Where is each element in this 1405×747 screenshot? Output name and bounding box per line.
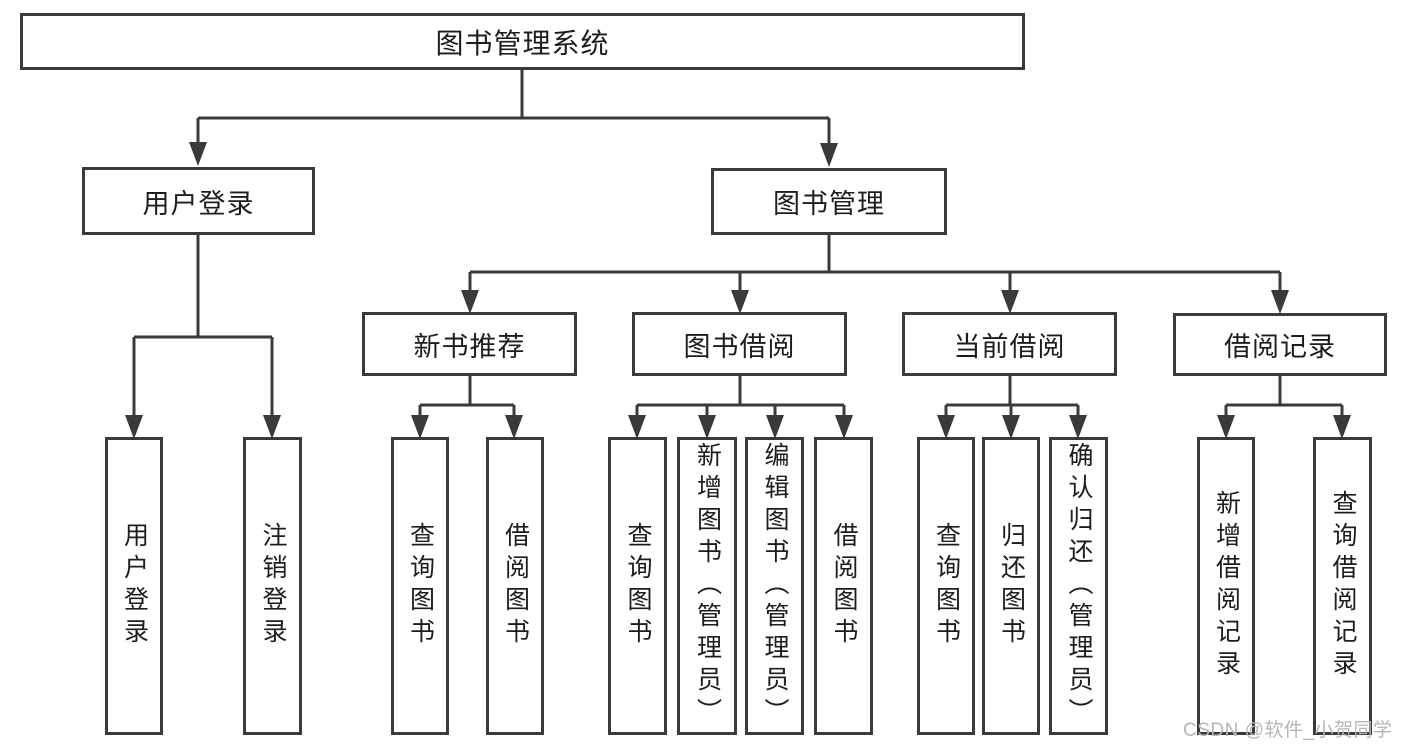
node-leaf-add-borrow-record: 新增借阅记录 — [1197, 437, 1255, 735]
node-library-management-system: 图书管理系统 — [20, 13, 1025, 70]
connector-book-management-level3 — [461, 235, 1289, 314]
node-leaf-borrow-books-recommend: 借阅图书 — [486, 437, 544, 735]
node-book-management: 图书管理 — [711, 168, 947, 235]
node-leaf-query-books-borrowing: 查询图书 — [608, 437, 667, 735]
node-new-book-recommend: 新书推荐 — [362, 312, 577, 376]
node-leaf-add-books-admin: 新增图书（管理员） — [677, 437, 737, 735]
node-leaf-edit-books-admin: 编辑图书（管理员） — [745, 437, 804, 735]
connector-new-book-recommend-children — [411, 376, 523, 439]
connector-root-to-level2 — [189, 70, 838, 167]
node-leaf-confirm-return-admin: 确认归还（管理员） — [1049, 437, 1108, 735]
node-leaf-user-login: 用户登录 — [105, 437, 163, 735]
node-leaf-query-books-recommend: 查询图书 — [391, 437, 449, 735]
node-leaf-borrow-books: 借阅图书 — [814, 437, 873, 735]
node-book-borrowing: 图书借阅 — [632, 312, 847, 376]
node-leaf-query-books-current: 查询图书 — [917, 437, 975, 735]
node-current-borrowing: 当前借阅 — [902, 312, 1117, 376]
csdn-watermark: CSDN @软件_小贺同学 — [1183, 720, 1393, 741]
connector-current-borrowing-children — [937, 376, 1087, 439]
node-user-login: 用户登录 — [82, 167, 315, 235]
node-leaf-query-borrow-record: 查询借阅记录 — [1313, 437, 1372, 735]
node-borrowing-records: 借阅记录 — [1173, 313, 1387, 376]
node-leaf-logout: 注销登录 — [243, 437, 302, 735]
connector-borrowing-records-children — [1217, 376, 1351, 439]
connector-user-login-children — [125, 235, 281, 439]
connector-book-borrowing-children — [628, 376, 853, 439]
node-leaf-return-books: 归还图书 — [982, 437, 1040, 735]
